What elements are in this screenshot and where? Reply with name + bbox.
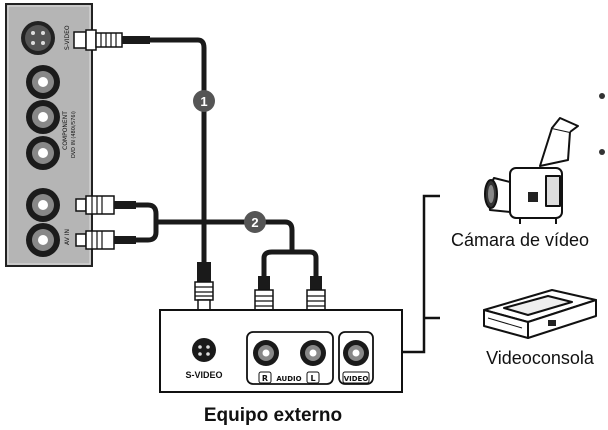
game-console-icon — [483, 289, 597, 339]
external-equipment-box: S-VIDEO R AUDIO L VIDEO — [159, 309, 403, 393]
device-audio-jack-r — [253, 340, 279, 366]
device-video-jack — [343, 340, 369, 366]
device-video-label: VIDEO — [344, 375, 369, 383]
device-audio-label: AUDIO — [276, 375, 301, 383]
tv-dvd-label: DVD IN (480i/576i) — [71, 111, 77, 158]
tv-svideo-jack — [21, 21, 55, 55]
device-svideo-label: S-VIDEO — [185, 370, 222, 380]
tv-component-jack-y — [26, 65, 60, 99]
bullet-mark-2 — [599, 149, 605, 155]
tv-audio-label: AV IN — [64, 229, 71, 245]
camcorder-icon — [484, 117, 579, 224]
step-number-1: 1 — [200, 94, 207, 109]
tv-svideo-label: S-VIDEO — [64, 25, 71, 50]
device-svideo-jack — [192, 338, 216, 362]
svideo-cable — [73, 29, 214, 331]
tv-component-label: COMPONENT — [62, 111, 69, 150]
source-camcorder-label: Cámara de vídeo — [451, 230, 589, 250]
source-bracket — [402, 194, 440, 354]
device-audio-l-label: L — [310, 374, 315, 383]
device-audio-r-label: R — [262, 374, 268, 383]
device-caption: Equipo externo — [204, 405, 342, 426]
step-badge-2: 2 — [244, 211, 266, 233]
tv-component-jack-pr — [26, 136, 60, 170]
step-number-2: 2 — [251, 215, 258, 230]
step-badge-1: 1 — [193, 90, 215, 112]
audio-cable — [75, 195, 326, 327]
tv-component-jack-pb — [26, 100, 60, 134]
tv-audio-jack-l — [26, 188, 60, 222]
tv-audio-jack-r — [26, 223, 60, 257]
bullet-mark-1 — [599, 93, 605, 99]
source-console-label: Videoconsola — [486, 348, 595, 368]
device-audio-jack-l — [300, 340, 326, 366]
